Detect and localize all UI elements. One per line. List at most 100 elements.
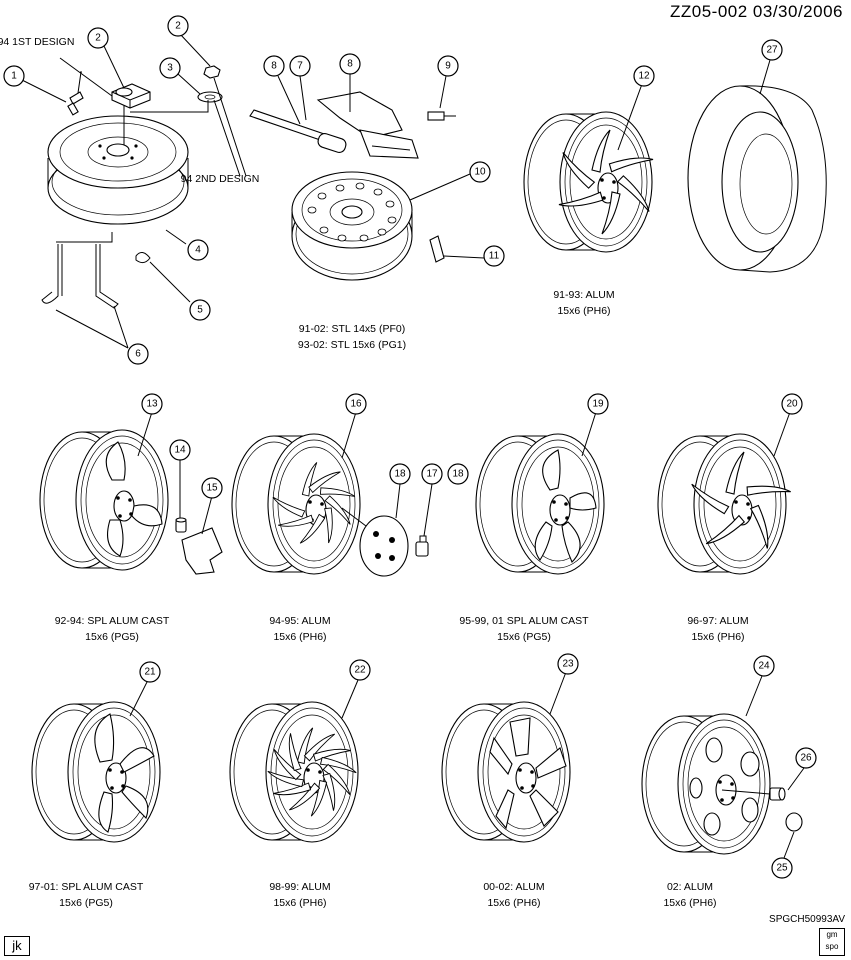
- callout-7: 7: [289, 55, 311, 77]
- wheel-95-99-01: [475, 433, 605, 575]
- svg-text:21: 21: [144, 667, 156, 678]
- wheel-98-99: [229, 701, 359, 843]
- callout-4: 4: [187, 239, 209, 261]
- svg-text:25: 25: [776, 863, 788, 874]
- gm-spo-logo: gm spo: [819, 928, 845, 956]
- wheel-91-93: [523, 111, 659, 253]
- caption-20-line2: 15x6 (PH6): [691, 631, 744, 643]
- caption-22-line1: 98-99: ALUM: [269, 881, 330, 893]
- svg-text:17: 17: [426, 469, 438, 480]
- callout-8a: 8: [263, 55, 285, 77]
- callout-18a: 18: [389, 463, 411, 485]
- retainer-nut: [111, 83, 151, 109]
- lug-nut: [175, 517, 187, 533]
- caption-12-line1: 91-93: ALUM: [553, 289, 614, 301]
- caption-13-line2: 15x6 (PG5): [85, 631, 139, 643]
- svg-text:2: 2: [175, 21, 181, 32]
- lug-cap: [785, 812, 803, 832]
- callout-27: 27: [761, 39, 783, 61]
- caption-19-line2: 15x6 (PG5): [497, 631, 551, 643]
- callout-12: 12: [633, 65, 655, 87]
- callout-11: 11: [483, 245, 505, 267]
- wing-nut: [203, 65, 221, 79]
- caption-12-line2: 15x6 (PH6): [557, 305, 610, 317]
- caption-13-line1: 92-94: SPL ALUM CAST: [55, 615, 170, 627]
- wheel-02: [641, 713, 771, 855]
- callout-2b: 2: [167, 15, 189, 37]
- callout-16: 16: [345, 393, 367, 415]
- jk-tag: jk: [4, 936, 30, 956]
- drawing-code: SPGCH50993AV: [769, 914, 845, 925]
- hold-down-bolt: [67, 71, 84, 116]
- tire: [687, 85, 827, 273]
- svg-text:4: 4: [195, 245, 201, 256]
- callout-20: 20: [781, 393, 803, 415]
- caption-24-line2: 15x6 (PH6): [663, 897, 716, 909]
- caption-23-line2: 15x6 (PH6): [487, 897, 540, 909]
- callout-9: 9: [437, 55, 459, 77]
- svg-text:2: 2: [95, 33, 101, 44]
- callout-17: 17: [421, 463, 443, 485]
- caption-19-line1: 95-99, 01 SPL ALUM CAST: [459, 615, 589, 627]
- svg-text:11: 11: [489, 251, 500, 262]
- svg-text:3: 3: [167, 63, 173, 74]
- caption-steel-line1: 91-02: STL 14x5 (PF0): [299, 323, 405, 335]
- trim-nut: [415, 535, 429, 557]
- caption-20-line1: 96-97: ALUM: [687, 615, 748, 627]
- svg-text:24: 24: [758, 661, 770, 672]
- svg-text:14: 14: [174, 445, 186, 456]
- caption-16-line1: 94-95: ALUM: [269, 615, 330, 627]
- wheel-92-94: [39, 429, 169, 571]
- callout-8b: 8: [339, 53, 361, 75]
- svg-text:27: 27: [766, 45, 778, 56]
- callout-26: 26: [795, 747, 817, 769]
- washer: [197, 91, 223, 103]
- svg-text:26: 26: [800, 753, 812, 764]
- svg-text:16: 16: [350, 399, 362, 410]
- svg-text:7: 7: [297, 61, 303, 72]
- svg-text:10: 10: [474, 167, 486, 178]
- valve-stem: [429, 235, 445, 263]
- caption-21-line1: 97-01: SPL ALUM CAST: [29, 881, 144, 893]
- note-94-2nd-design: 94 2ND DESIGN: [181, 173, 260, 185]
- steel-wheel: [291, 171, 413, 281]
- callout-14: 14: [169, 439, 191, 461]
- svg-text:5: 5: [197, 305, 203, 316]
- svg-text:22: 22: [354, 665, 366, 676]
- leader-lines: [21, 33, 805, 859]
- wheel-97-01: [31, 701, 161, 843]
- document-id: ZZ05-002 03/30/2006: [669, 2, 843, 21]
- svg-text:13: 13: [146, 399, 158, 410]
- callout-22: 22: [349, 659, 371, 681]
- svg-text:18: 18: [452, 469, 464, 480]
- callout-15: 15: [201, 477, 223, 499]
- callout-5: 5: [189, 299, 211, 321]
- svg-text:12: 12: [638, 71, 650, 82]
- svg-text:6: 6: [135, 349, 141, 360]
- spare-steel-wheel: [47, 105, 189, 225]
- svg-text:15: 15: [206, 483, 218, 494]
- callout-10: 10: [469, 161, 491, 183]
- caption-23-line1: 00-02: ALUM: [483, 881, 544, 893]
- center-cap-15: [181, 527, 223, 575]
- svg-text:18: 18: [394, 469, 406, 480]
- wheel-trim-18: [359, 515, 409, 577]
- svg-text:8: 8: [347, 59, 353, 70]
- note-94-1st-design: 94 1ST DESIGN: [0, 36, 74, 48]
- caption-16-line2: 15x6 (PH6): [273, 631, 326, 643]
- jack-handle: [41, 232, 119, 309]
- svg-text:9: 9: [445, 61, 451, 72]
- callout-21: 21: [139, 661, 161, 683]
- caption-steel-line2: 93-02: STL 15x6 (PG1): [298, 339, 406, 351]
- callout-13: 13: [141, 393, 163, 415]
- svg-text:8: 8: [271, 61, 277, 72]
- callout-3: 3: [159, 57, 181, 79]
- svg-text:23: 23: [562, 659, 574, 670]
- svg-text:20: 20: [786, 399, 798, 410]
- caption-24-line1: 02: ALUM: [667, 881, 713, 893]
- wheel-94-95: [231, 433, 361, 575]
- callout-18b: 18: [447, 463, 469, 485]
- wheel-00-02: [441, 701, 571, 843]
- callout-1: 1: [3, 65, 25, 87]
